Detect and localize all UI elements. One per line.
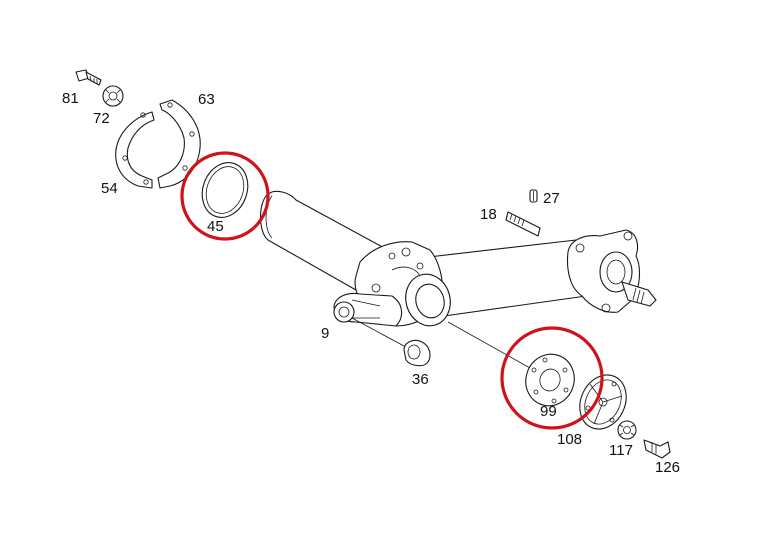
- part-18-stud: [505, 211, 541, 237]
- label-117: 117: [609, 442, 633, 459]
- part-45-ring: [201, 162, 249, 218]
- part-9-mount-arm: [333, 292, 403, 327]
- part-108-drive-flange: [579, 374, 627, 430]
- part-27-pin: [529, 189, 538, 203]
- label-9: 9: [321, 325, 329, 342]
- part-99-flange-plate: [525, 353, 575, 407]
- label-54: 54: [101, 180, 118, 197]
- axle-end-flange: [566, 229, 657, 313]
- label-18: 18: [480, 206, 497, 223]
- label-126: 126: [655, 459, 680, 476]
- label-72: 72: [93, 110, 110, 127]
- assembly-axis-lines: [351, 317, 531, 369]
- part-117-washer: [617, 420, 637, 440]
- highlight-circle-99: [500, 326, 604, 430]
- label-81: 81: [62, 90, 79, 107]
- label-45: 45: [207, 218, 224, 235]
- highlight-circle-45: [180, 151, 270, 241]
- label-27: 27: [543, 190, 560, 207]
- part-36-bush: [403, 339, 431, 367]
- part-63-54-clamp-ring: [115, 99, 201, 189]
- label-99: 99: [540, 403, 557, 420]
- label-63: 63: [198, 91, 215, 108]
- part-126-bolt: [643, 439, 671, 459]
- part-72-washer: [102, 85, 124, 107]
- part-81-bolt: [75, 69, 102, 86]
- label-36: 36: [412, 371, 429, 388]
- label-108: 108: [557, 431, 582, 448]
